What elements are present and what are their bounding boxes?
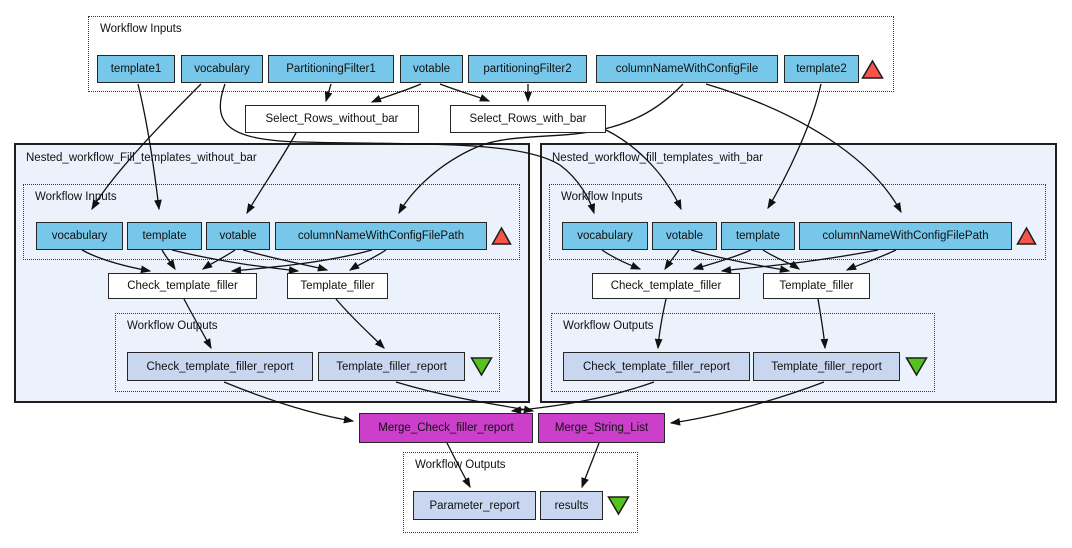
right-outputs-green-triangle-icon (905, 356, 928, 377)
right-inputs-red-triangle-icon (1016, 226, 1037, 246)
output-node-parameter-report[interactable]: Parameter_report (413, 491, 536, 520)
processor-select-rows-with-bar[interactable]: Select_Rows_with_bar (450, 105, 606, 133)
left-input-vocabulary[interactable]: vocabulary (36, 222, 123, 250)
bottom-workflow-outputs-label: Workflow Outputs (415, 459, 506, 471)
top-inputs-red-triangle-icon (861, 59, 884, 80)
input-node-partitioningfilter1[interactable]: PartitioningFilter1 (268, 55, 394, 83)
left-workflow-outputs-label: Workflow Outputs (127, 320, 218, 332)
right-processor-check-template-filler[interactable]: Check_template_filler (592, 273, 740, 299)
right-input-vocabulary[interactable]: vocabulary (562, 222, 648, 250)
input-node-vocabulary[interactable]: vocabulary (181, 55, 263, 83)
nested-workflow-with-bar-title: Nested_workflow_fill_templates_with_bar (552, 152, 763, 164)
nested-workflow-without-bar-title: Nested_workflow_Fill_templates_without_b… (26, 152, 257, 164)
input-node-partitioningfilter2[interactable]: partitioningFilter2 (468, 55, 587, 83)
left-processor-check-template-filler[interactable]: Check_template_filler (108, 273, 257, 299)
right-processor-template-filler[interactable]: Template_filler (763, 273, 870, 299)
left-inputs-red-triangle-icon (491, 226, 512, 246)
right-output-check-template-filler-report[interactable]: Check_template_filler_report (563, 352, 750, 381)
right-workflow-inputs-label: Workflow Inputs (561, 191, 643, 203)
left-output-template-filler-report[interactable]: Template_filler_report (318, 352, 465, 381)
right-input-votable[interactable]: votable (652, 222, 717, 250)
top-workflow-inputs-label: Workflow Inputs (100, 23, 182, 35)
left-output-check-template-filler-report[interactable]: Check_template_filler_report (127, 352, 313, 381)
left-input-columnnamewithconfigfilepath[interactable]: columnNameWithConfigFilePath (275, 222, 487, 250)
processor-merge-string-list[interactable]: Merge_String_List (538, 413, 665, 443)
bottom-outputs-green-triangle-icon (607, 495, 630, 516)
processor-merge-check-filler-report[interactable]: Merge_Check_filler_report (359, 413, 533, 443)
left-workflow-inputs-label: Workflow Inputs (35, 191, 117, 203)
right-input-columnnamewithconfigfilepath[interactable]: columnNameWithConfigFilePath (799, 222, 1012, 250)
output-node-results[interactable]: results (540, 491, 603, 520)
processor-select-rows-without-bar[interactable]: Select_Rows_without_bar (245, 105, 419, 133)
input-node-template1[interactable]: template1 (97, 55, 175, 83)
left-processor-template-filler[interactable]: Template_filler (287, 273, 388, 299)
input-node-template2[interactable]: template2 (784, 55, 859, 83)
right-input-template[interactable]: template (721, 222, 795, 250)
left-input-template[interactable]: template (127, 222, 202, 250)
right-workflow-outputs-label: Workflow Outputs (563, 320, 654, 332)
left-input-votable[interactable]: votable (206, 222, 270, 250)
left-outputs-green-triangle-icon (470, 356, 493, 377)
right-output-template-filler-report[interactable]: Template_filler_report (753, 352, 900, 381)
input-node-votable[interactable]: votable (400, 55, 463, 83)
input-node-columnnamewithconfigfile[interactable]: columnNameWithConfigFile (596, 55, 778, 83)
